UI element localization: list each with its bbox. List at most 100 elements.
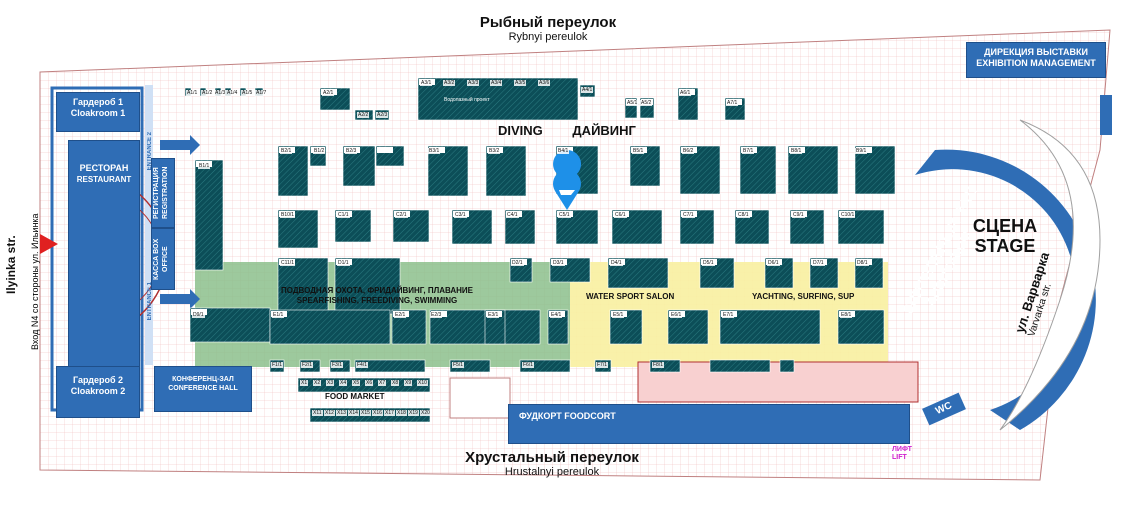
booth-label[interactable]: A3/2 <box>443 80 456 86</box>
booth-label[interactable]: C4/1 <box>506 212 519 218</box>
booth-label[interactable]: X4 <box>339 380 348 386</box>
booth-label[interactable]: E1/1 <box>272 312 285 318</box>
booth-label[interactable]: X3 <box>326 380 335 386</box>
booth-label[interactable]: B6/2 <box>682 148 695 154</box>
booth-label[interactable]: D9/1 <box>192 312 205 318</box>
booth-label[interactable]: C9/1 <box>792 212 805 218</box>
booth-label[interactable]: C7/1 <box>682 212 695 218</box>
booth-label[interactable]: A6/1 <box>679 90 692 96</box>
booth-label[interactable]: C8/1 <box>737 212 750 218</box>
booth-label[interactable]: F8/1 <box>652 362 665 368</box>
booth-label[interactable]: X19 <box>408 410 419 416</box>
booth-label[interactable]: X14 <box>348 410 359 416</box>
booth-label[interactable]: E2/3 <box>430 312 443 318</box>
booth-label[interactable]: E2/1 <box>394 312 407 318</box>
booth-label[interactable]: A5/2 <box>640 100 653 106</box>
booth-label[interactable]: D6/1 <box>767 260 780 266</box>
booth-label[interactable]: A7/1 <box>726 100 739 106</box>
street-left: Ilyinka str. <box>4 200 18 330</box>
entrance-1: ENTRANCE 1 <box>147 282 153 320</box>
booth-label[interactable]: D2/1 <box>511 260 524 266</box>
booth-label[interactable]: F1/1 <box>271 362 284 368</box>
booth-label[interactable]: A2/3 <box>376 112 389 118</box>
booth-label[interactable]: X17 <box>384 410 395 416</box>
booth-label[interactable]: E3/1 <box>487 312 500 318</box>
booth-label[interactable]: E8/1 <box>840 312 853 318</box>
booth-label[interactable]: D7/1 <box>812 260 825 266</box>
booth-label[interactable]: A5/1 <box>626 100 639 106</box>
booth-label[interactable]: A2/1 <box>322 90 335 96</box>
booth-label[interactable]: F6/1 <box>522 362 535 368</box>
booth-box <box>354 359 426 373</box>
booth-label[interactable]: X15 <box>360 410 371 416</box>
booth-label[interactable]: B1/2 <box>313 148 326 154</box>
booth-label[interactable]: A1/1 <box>186 90 199 96</box>
booth-label[interactable]: D4/1 <box>610 260 623 266</box>
booth-label[interactable]: B8/1 <box>790 148 803 154</box>
booth-label[interactable]: B3/2 <box>488 148 501 154</box>
booth-label[interactable]: C1/1 <box>337 212 350 218</box>
booth-label[interactable]: X9 <box>404 380 413 386</box>
booth-label[interactable]: A3/5 <box>514 80 527 86</box>
booth-label[interactable]: B2/1 <box>280 148 293 154</box>
booth-label[interactable]: C3/1 <box>454 212 467 218</box>
booth-label[interactable]: C11/1 <box>280 260 295 266</box>
entrance-2: ENTRANCE 2 <box>147 132 153 170</box>
booth-label[interactable]: E4/1 <box>550 312 563 318</box>
booth-label[interactable]: C10/1 <box>840 212 856 218</box>
booth-label[interactable]: X6 <box>365 380 374 386</box>
booth-label[interactable]: A3/1 <box>420 80 433 86</box>
booth-label[interactable]: A1/4 <box>226 90 239 96</box>
booth-label[interactable]: A3/6 <box>538 80 551 86</box>
booth-label[interactable]: B10/1 <box>280 212 296 218</box>
booth-label[interactable]: B7/1 <box>742 148 755 154</box>
booth-label[interactable]: C2/1 <box>395 212 408 218</box>
booth-label[interactable]: X7 <box>378 380 387 386</box>
stairs <box>449 377 511 419</box>
booth-label[interactable]: A2/2 <box>357 112 370 118</box>
restaurant-en: RESTAURANT <box>76 175 132 184</box>
booth-label[interactable]: B3/1 <box>428 148 441 154</box>
booth-label[interactable]: A3/3 <box>467 80 480 86</box>
stage-ru: СЦЕНА <box>972 216 1038 236</box>
booth-label[interactable]: F3/1 <box>331 362 344 368</box>
street-top-en: Rybnyi pereulok <box>508 31 588 43</box>
booth-label[interactable]: X5 <box>352 380 361 386</box>
booth-label[interactable]: B1/1 <box>198 163 211 169</box>
booth-label[interactable]: F5/1 <box>452 362 465 368</box>
booth-label[interactable]: X12 <box>324 410 335 416</box>
entrance-note: Вход N4 со стороны ул. Ильинка <box>30 213 40 350</box>
booth-label[interactable]: E7/1 <box>722 312 735 318</box>
booth-label[interactable]: X18 <box>396 410 407 416</box>
booth-label[interactable]: X13 <box>336 410 347 416</box>
booth-label[interactable]: X16 <box>372 410 383 416</box>
booth-box <box>787 145 839 195</box>
booth-label[interactable]: X8 <box>391 380 400 386</box>
booth-label[interactable]: F7/1 <box>596 362 609 368</box>
booth-label[interactable]: A3/4 <box>490 80 503 86</box>
booth-label[interactable]: A1/5 <box>241 90 254 96</box>
booth-label[interactable]: A1/3 <box>214 90 227 96</box>
booth-label[interactable]: B9/1 <box>855 148 868 154</box>
booth-label[interactable]: F4/1 <box>356 362 369 368</box>
booth-label[interactable]: F2/1 <box>301 362 314 368</box>
booth-label[interactable]: X20 <box>420 410 431 416</box>
booth-label[interactable]: D3/1 <box>552 260 565 266</box>
booth-label[interactable]: D5/1 <box>702 260 715 266</box>
booth-label[interactable]: A4/1 <box>581 87 594 93</box>
booth-label[interactable]: C5/1 <box>558 212 571 218</box>
booth-label[interactable]: A1/2 <box>201 90 214 96</box>
booth-label[interactable]: B4/1 <box>557 148 570 154</box>
booth-label[interactable]: X1 <box>300 380 309 386</box>
booth-label[interactable]: B2/3 <box>345 148 358 154</box>
booth-label[interactable]: X10 <box>417 380 428 386</box>
booth-label[interactable]: D8/1 <box>856 260 869 266</box>
booth-label[interactable]: E5/1 <box>612 312 625 318</box>
booth-label[interactable]: C6/1 <box>614 212 627 218</box>
booth-label[interactable]: A1/7 <box>255 90 268 96</box>
booth-label[interactable]: B5/1 <box>632 148 645 154</box>
booth-label[interactable]: E6/1 <box>670 312 683 318</box>
booth-label[interactable]: X11 <box>312 410 323 416</box>
booth-label[interactable]: X2 <box>313 380 322 386</box>
booth-label[interactable]: D1/1 <box>337 260 350 266</box>
